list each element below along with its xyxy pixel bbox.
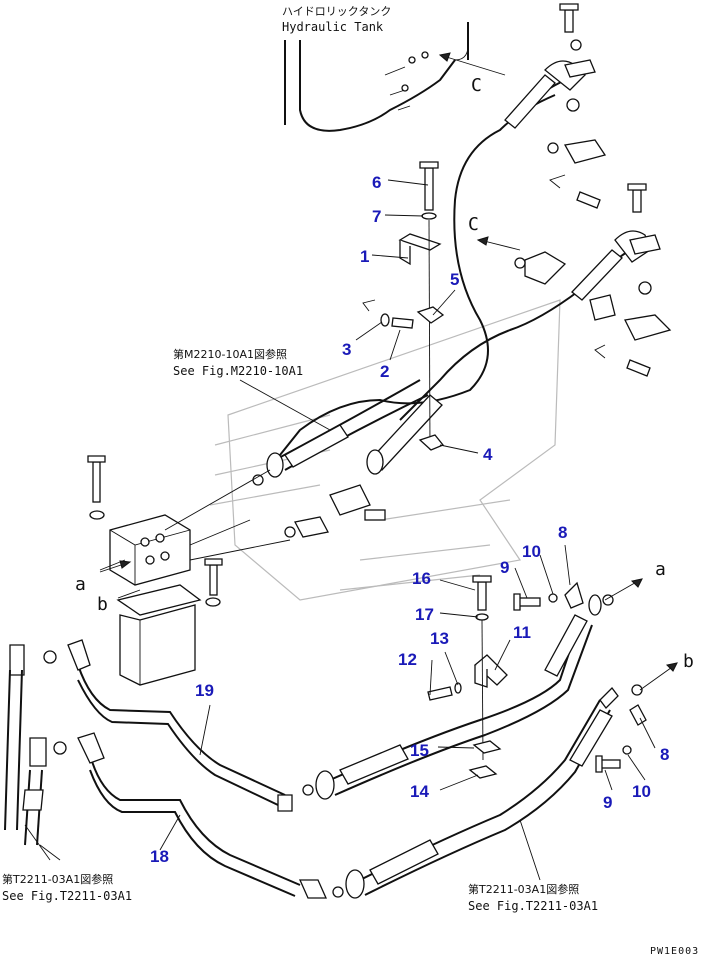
part-number-2: 2 [380, 362, 389, 381]
tank-jp-label: ハイドロリックタンク [282, 5, 391, 18]
ref-lower-left-jp: 第T2211-03A1図参照 [2, 872, 113, 886]
part-number-19: 19 [195, 681, 214, 700]
part-number-14: 14 [410, 782, 429, 801]
pipe-19 [9, 639, 293, 812]
ref-lower-right-jp: 第T2211-03A1図参照 [468, 882, 579, 896]
letter-c-upper: C [471, 75, 482, 96]
part-number-10-lower: 10 [632, 782, 651, 801]
part-number-8-lower: 8 [660, 745, 669, 764]
part-number-18: 18 [150, 847, 169, 866]
center-pipe [252, 379, 443, 538]
part-number-1: 1 [360, 247, 369, 266]
part-number-5: 5 [450, 270, 459, 289]
middle-hose [399, 183, 672, 421]
letter-c-middle: C [468, 214, 479, 235]
part-number-11: 11 [513, 623, 531, 642]
upper-hose [279, 3, 607, 456]
part-number-7: 7 [372, 207, 381, 226]
part-number-15: 15 [410, 741, 429, 760]
letter-b-right: b [683, 651, 694, 672]
part-number-16: 16 [412, 569, 431, 588]
part-number-9-upper: 9 [500, 558, 509, 577]
lower-hose-a [302, 581, 614, 800]
left-hoses [4, 669, 44, 846]
part-number-8-upper: 8 [558, 523, 567, 542]
leader-lines [24, 179, 656, 881]
part-number-4: 4 [483, 445, 493, 464]
part-number-10-upper: 10 [522, 542, 541, 561]
ref-upper-jp: 第M2210-10A1図参照 [173, 347, 287, 361]
flow-arrows [99, 52, 678, 691]
pipe-18 [29, 732, 328, 899]
letter-b-left: b [97, 594, 108, 615]
tank-en-label: Hydraulic Tank [282, 20, 384, 34]
page-code: PW1E003 [650, 946, 699, 957]
part-number-17: 17 [415, 605, 434, 624]
lower-hose-b [332, 684, 647, 899]
letter-a-right: a [655, 559, 666, 580]
ref-upper-en: See Fig.M2210-10A1 [173, 364, 303, 378]
part-number-3: 3 [342, 340, 351, 359]
part-number-6: 6 [372, 173, 381, 192]
part-number-12: 12 [398, 650, 417, 669]
letter-a-left: a [75, 574, 86, 595]
ref-lower-left-en: See Fig.T2211-03A1 [2, 889, 132, 903]
clamp-bracket-lower [427, 575, 508, 779]
hydraulic-tank [284, 22, 469, 132]
part-number-9-lower: 9 [603, 793, 612, 812]
valve-block [87, 455, 291, 686]
watermark-logo [209, 299, 561, 601]
part-number-13: 13 [430, 629, 449, 648]
ref-lower-right-en: See Fig.T2211-03A1 [468, 899, 598, 913]
